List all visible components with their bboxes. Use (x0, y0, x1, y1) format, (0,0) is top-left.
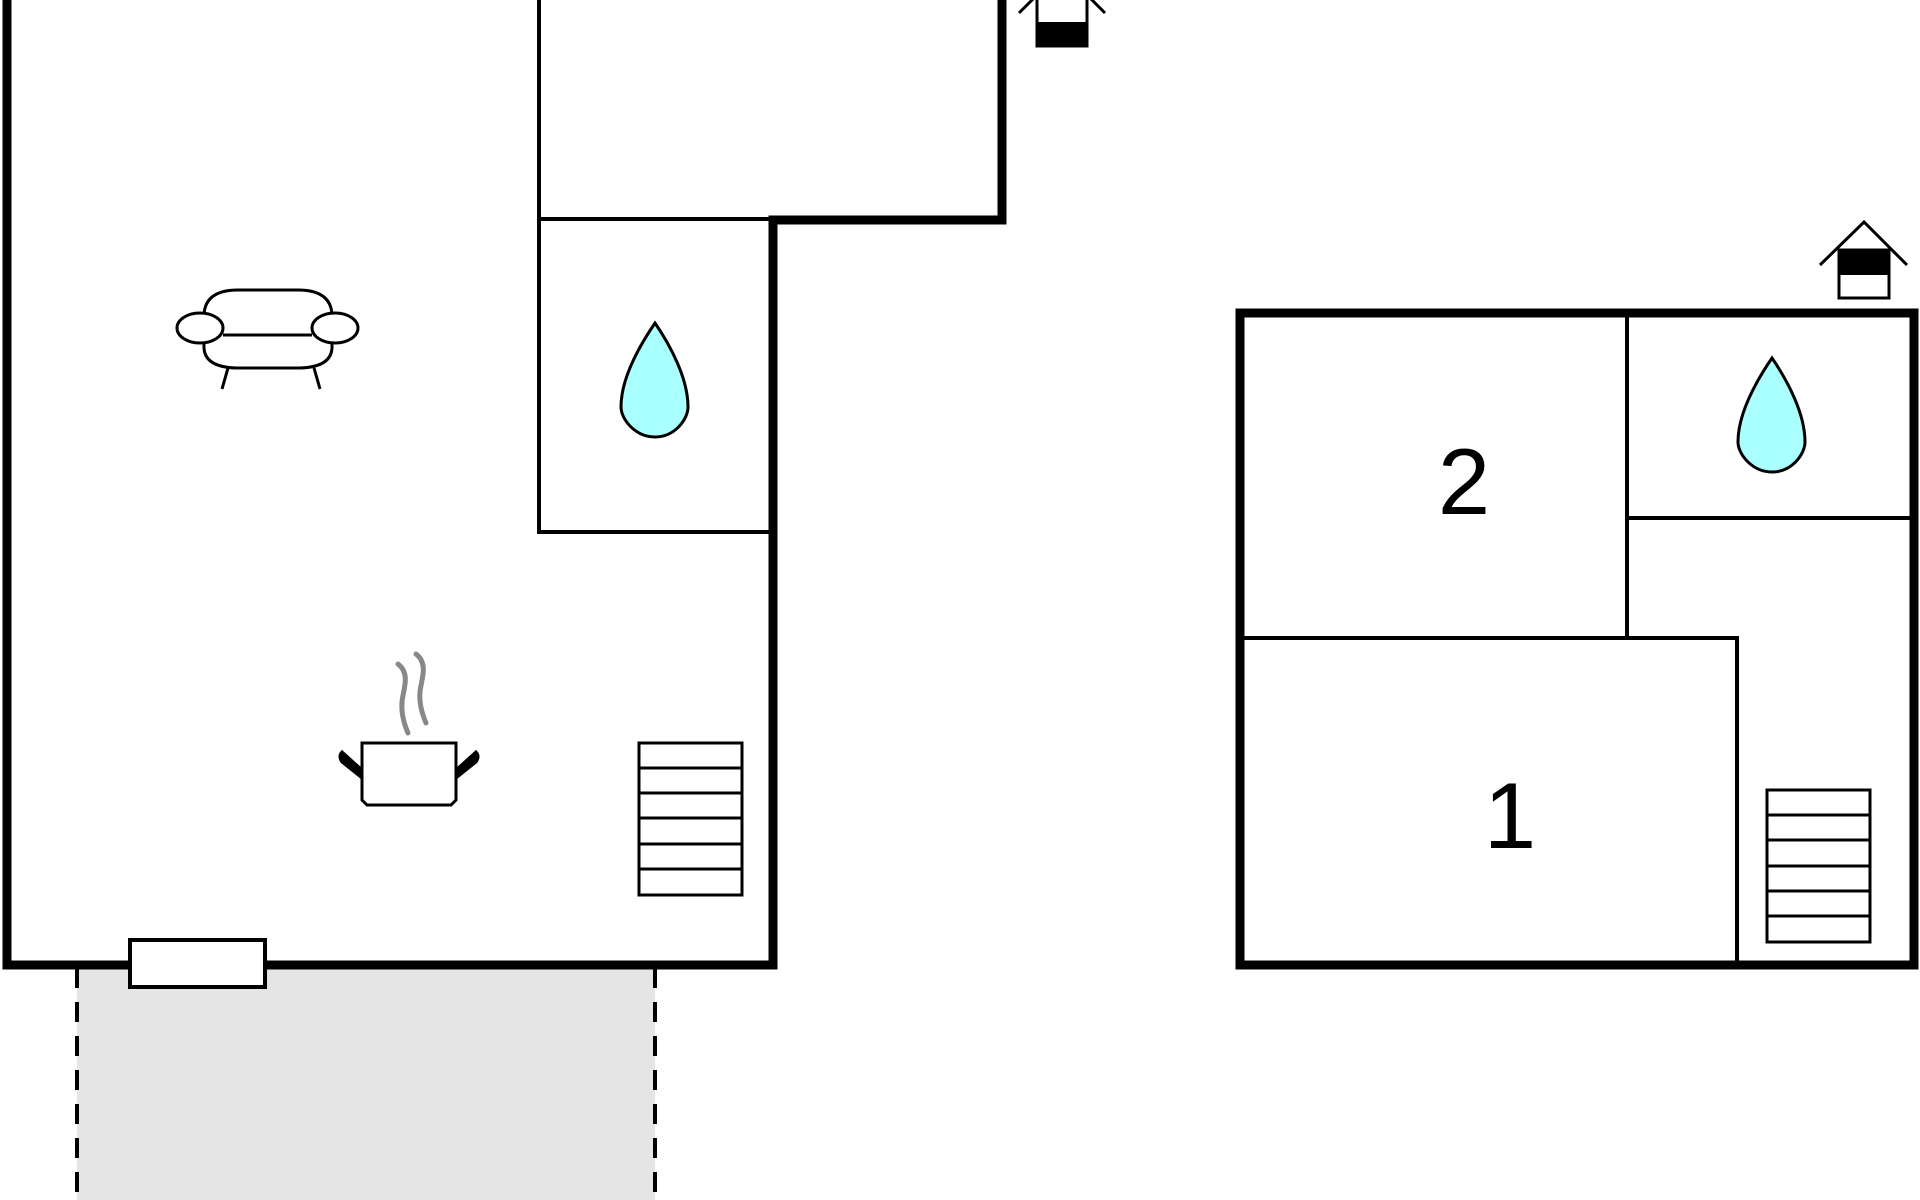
stairs-icon (1765, 788, 1872, 944)
front-door (128, 938, 267, 989)
terrace (75, 968, 657, 1200)
entrance-house-icon (1818, 219, 1909, 300)
stairs-icon (637, 741, 744, 897)
terrace-area (77, 968, 655, 1200)
interior-wall-upper-room (537, 0, 775, 534)
ground-floor-plan (2, 0, 1107, 1200)
water-drop-icon (619, 320, 690, 439)
room-label-bedroom-2: 2 (1438, 429, 1490, 534)
sofa-icon (175, 288, 360, 390)
cooking-pot-icon (338, 651, 480, 807)
entrance-house-icon (1017, 0, 1107, 48)
ground-floor-outer-wall (2, 0, 1007, 970)
water-drop-icon (1736, 355, 1807, 474)
upper-floor-plan: 2 1 (1235, 219, 1919, 970)
room-label-bedroom-1: 1 (1484, 763, 1536, 868)
